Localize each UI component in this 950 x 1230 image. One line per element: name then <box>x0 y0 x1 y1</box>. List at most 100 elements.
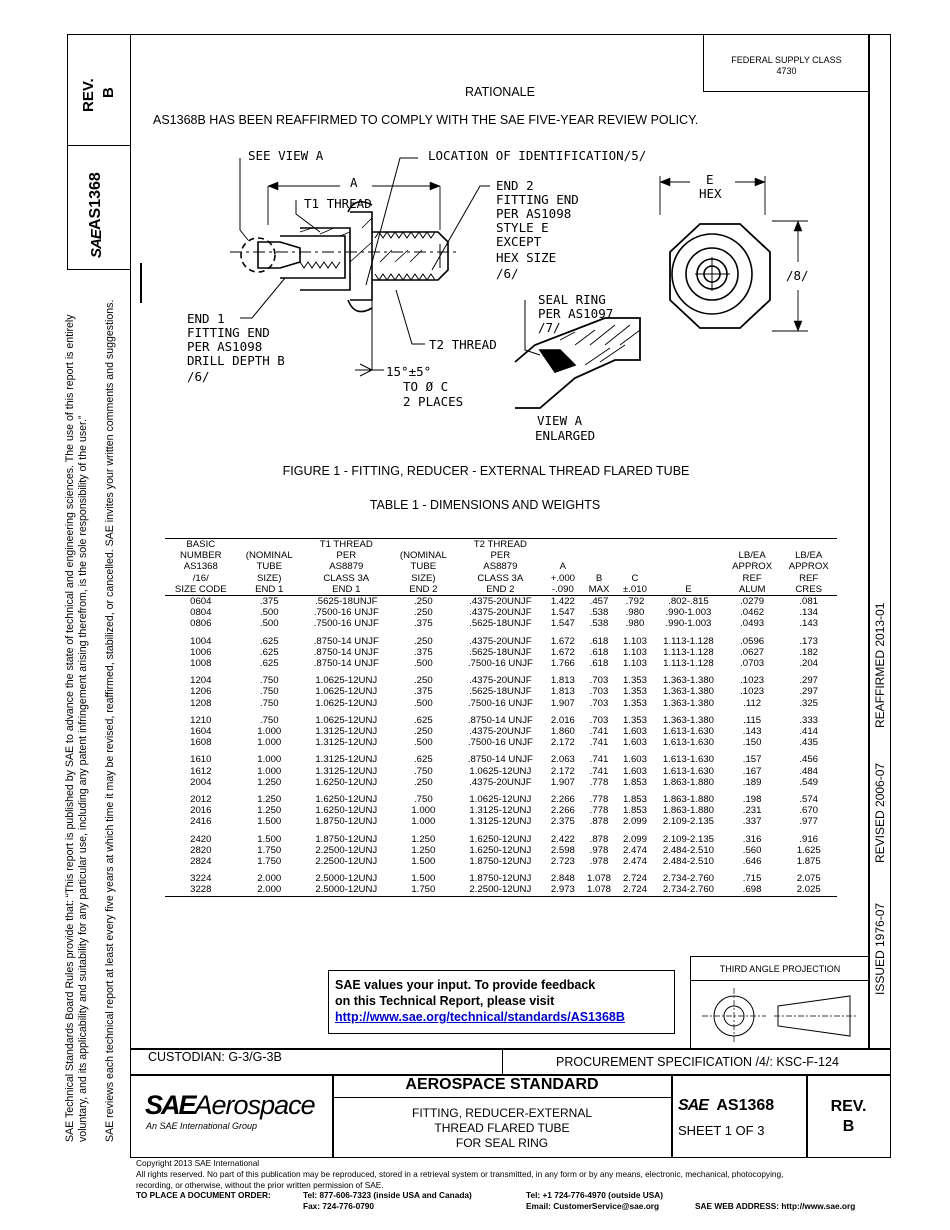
table-cell: 1.603 <box>622 765 647 777</box>
table-cell: .337 <box>742 816 762 828</box>
email-address: Email: CustomerService@sae.org <box>526 1201 660 1211</box>
table-cell: .8750-14 UNJF <box>467 754 533 766</box>
table-cell: .878 <box>589 816 609 828</box>
table-cell: .978 <box>589 844 609 856</box>
end2-line4: STYLE E <box>496 220 549 235</box>
table-header-cell: A <box>559 561 567 573</box>
federal-supply-label: FEDERAL SUPPLY CLASS <box>731 55 842 65</box>
table-cell: .5625-18UNJF <box>469 618 532 630</box>
table-cell: 1004 <box>190 635 212 647</box>
doc-number: AS1368 <box>716 1097 775 1114</box>
table-cell: .204 <box>799 658 819 670</box>
table-cell: 2.016 <box>550 714 575 726</box>
rev-title-value: B <box>842 1118 855 1135</box>
projection-divider <box>690 980 870 981</box>
table-cell: 1.907 <box>550 697 575 709</box>
table-cell: .375 <box>413 646 433 658</box>
table-cell: 1.813 <box>550 675 575 687</box>
table-header-cell: T2 THREAD <box>456 538 545 551</box>
table-cell: .189 <box>742 776 762 788</box>
table-cell: .167 <box>742 765 762 777</box>
table-header-cell: ±.010 <box>617 583 653 597</box>
table-cell: 1.863-1.880 <box>662 794 715 806</box>
table-cell: 1.625 <box>796 844 821 856</box>
table-cell: .500 <box>259 618 279 630</box>
doc-divider <box>671 1074 673 1158</box>
table-cell: .250 <box>413 726 433 738</box>
table-cell: 1.353 <box>622 675 647 687</box>
table-cell: 1.000 <box>257 765 282 777</box>
table-cell: 2.848 <box>550 873 575 885</box>
table-cell: .375 <box>259 596 279 608</box>
table-header-cell: LB/EA <box>738 550 766 562</box>
table-cell: 2004 <box>190 776 212 788</box>
sheet-label: SHEET 1 OF 3 <box>678 1123 765 1138</box>
angle-line1: 15°±5° <box>386 364 432 379</box>
table-cell: 1.103 <box>622 635 647 647</box>
table-cell: .173 <box>799 635 819 647</box>
table-cell: 1.250 <box>411 844 436 856</box>
table-cell: 1.500 <box>411 873 436 885</box>
projection-symbol <box>702 988 856 1044</box>
table-cell: .250 <box>413 776 433 788</box>
table-cell: 1210 <box>190 714 212 726</box>
table-header-cell: AS8879 <box>483 561 518 573</box>
table-cell: .618 <box>589 658 609 670</box>
table-cell: .4375-20UNJF <box>469 776 532 788</box>
table-header-cell: REF <box>799 572 819 584</box>
table-cell: .750 <box>413 765 433 777</box>
table-header-cell <box>723 538 781 551</box>
table-header-cell: AS8879 <box>329 561 364 573</box>
table-cell: 2.484-2.510 <box>662 856 715 868</box>
table-cell: .435 <box>799 737 819 749</box>
table-cell: .134 <box>799 607 819 619</box>
sae-aerospace-logo: SAEAerospace <box>145 1090 330 1121</box>
table-header-cell: SIZE) <box>411 572 436 584</box>
table-cell: .625 <box>259 658 279 670</box>
table-header-cell <box>617 561 653 572</box>
table-cell: .231 <box>742 805 762 817</box>
table-cell: 1.353 <box>622 686 647 698</box>
table-cell: 1.500 <box>257 816 282 828</box>
custodian-divider <box>502 1048 503 1074</box>
table-cell: 2.5000-12UNJ <box>315 873 378 885</box>
table-cell: .778 <box>589 805 609 817</box>
table-cell: .375 <box>413 618 433 630</box>
table-cell: .297 <box>799 675 819 687</box>
table-cell: .4375-20UNJF <box>469 726 532 738</box>
table-header-cell: LB/EA <box>795 550 823 562</box>
table-cell: .703 <box>589 697 609 709</box>
table-cell: .778 <box>589 794 609 806</box>
table-cell: 2820 <box>190 844 212 856</box>
table-cell: .0279 <box>740 596 765 608</box>
table-cell: .792 <box>625 596 645 608</box>
table-cell: 2.266 <box>550 794 575 806</box>
table-cell: .703 <box>589 714 609 726</box>
end2-line6: HEX SIZE <box>496 250 557 265</box>
custodian-label: CUSTODIAN: G-3/G-3B <box>148 1050 282 1064</box>
table-header-cell: END 2 <box>456 583 545 597</box>
table-cell: 1.500 <box>411 856 436 868</box>
table-cell: 1.750 <box>257 844 282 856</box>
table-cell: 2.099 <box>622 833 647 845</box>
table-cell: 1.613-1.630 <box>662 726 715 738</box>
feedback-link[interactable]: http://www.sae.org/technical/standards/A… <box>335 1010 625 1024</box>
table-header-cell <box>581 538 617 551</box>
doc-sae-logo: SAE <box>678 1097 709 1114</box>
table-header-cell: +.000 <box>550 572 576 584</box>
table-cell: .143 <box>799 618 819 630</box>
table-cell: 2016 <box>190 805 212 817</box>
table-cell: .750 <box>259 686 279 698</box>
table-cell: .143 <box>742 726 762 738</box>
table-cell: 2.109-2.135 <box>662 833 715 845</box>
seal-ring-line1: SEAL RING <box>538 292 606 307</box>
table-cell: 1.000 <box>257 754 282 766</box>
table-cell: 1612 <box>190 765 212 777</box>
copyright: Copyright 2013 SAE International <box>136 1158 260 1168</box>
table-header-cell: CRES <box>780 583 837 597</box>
